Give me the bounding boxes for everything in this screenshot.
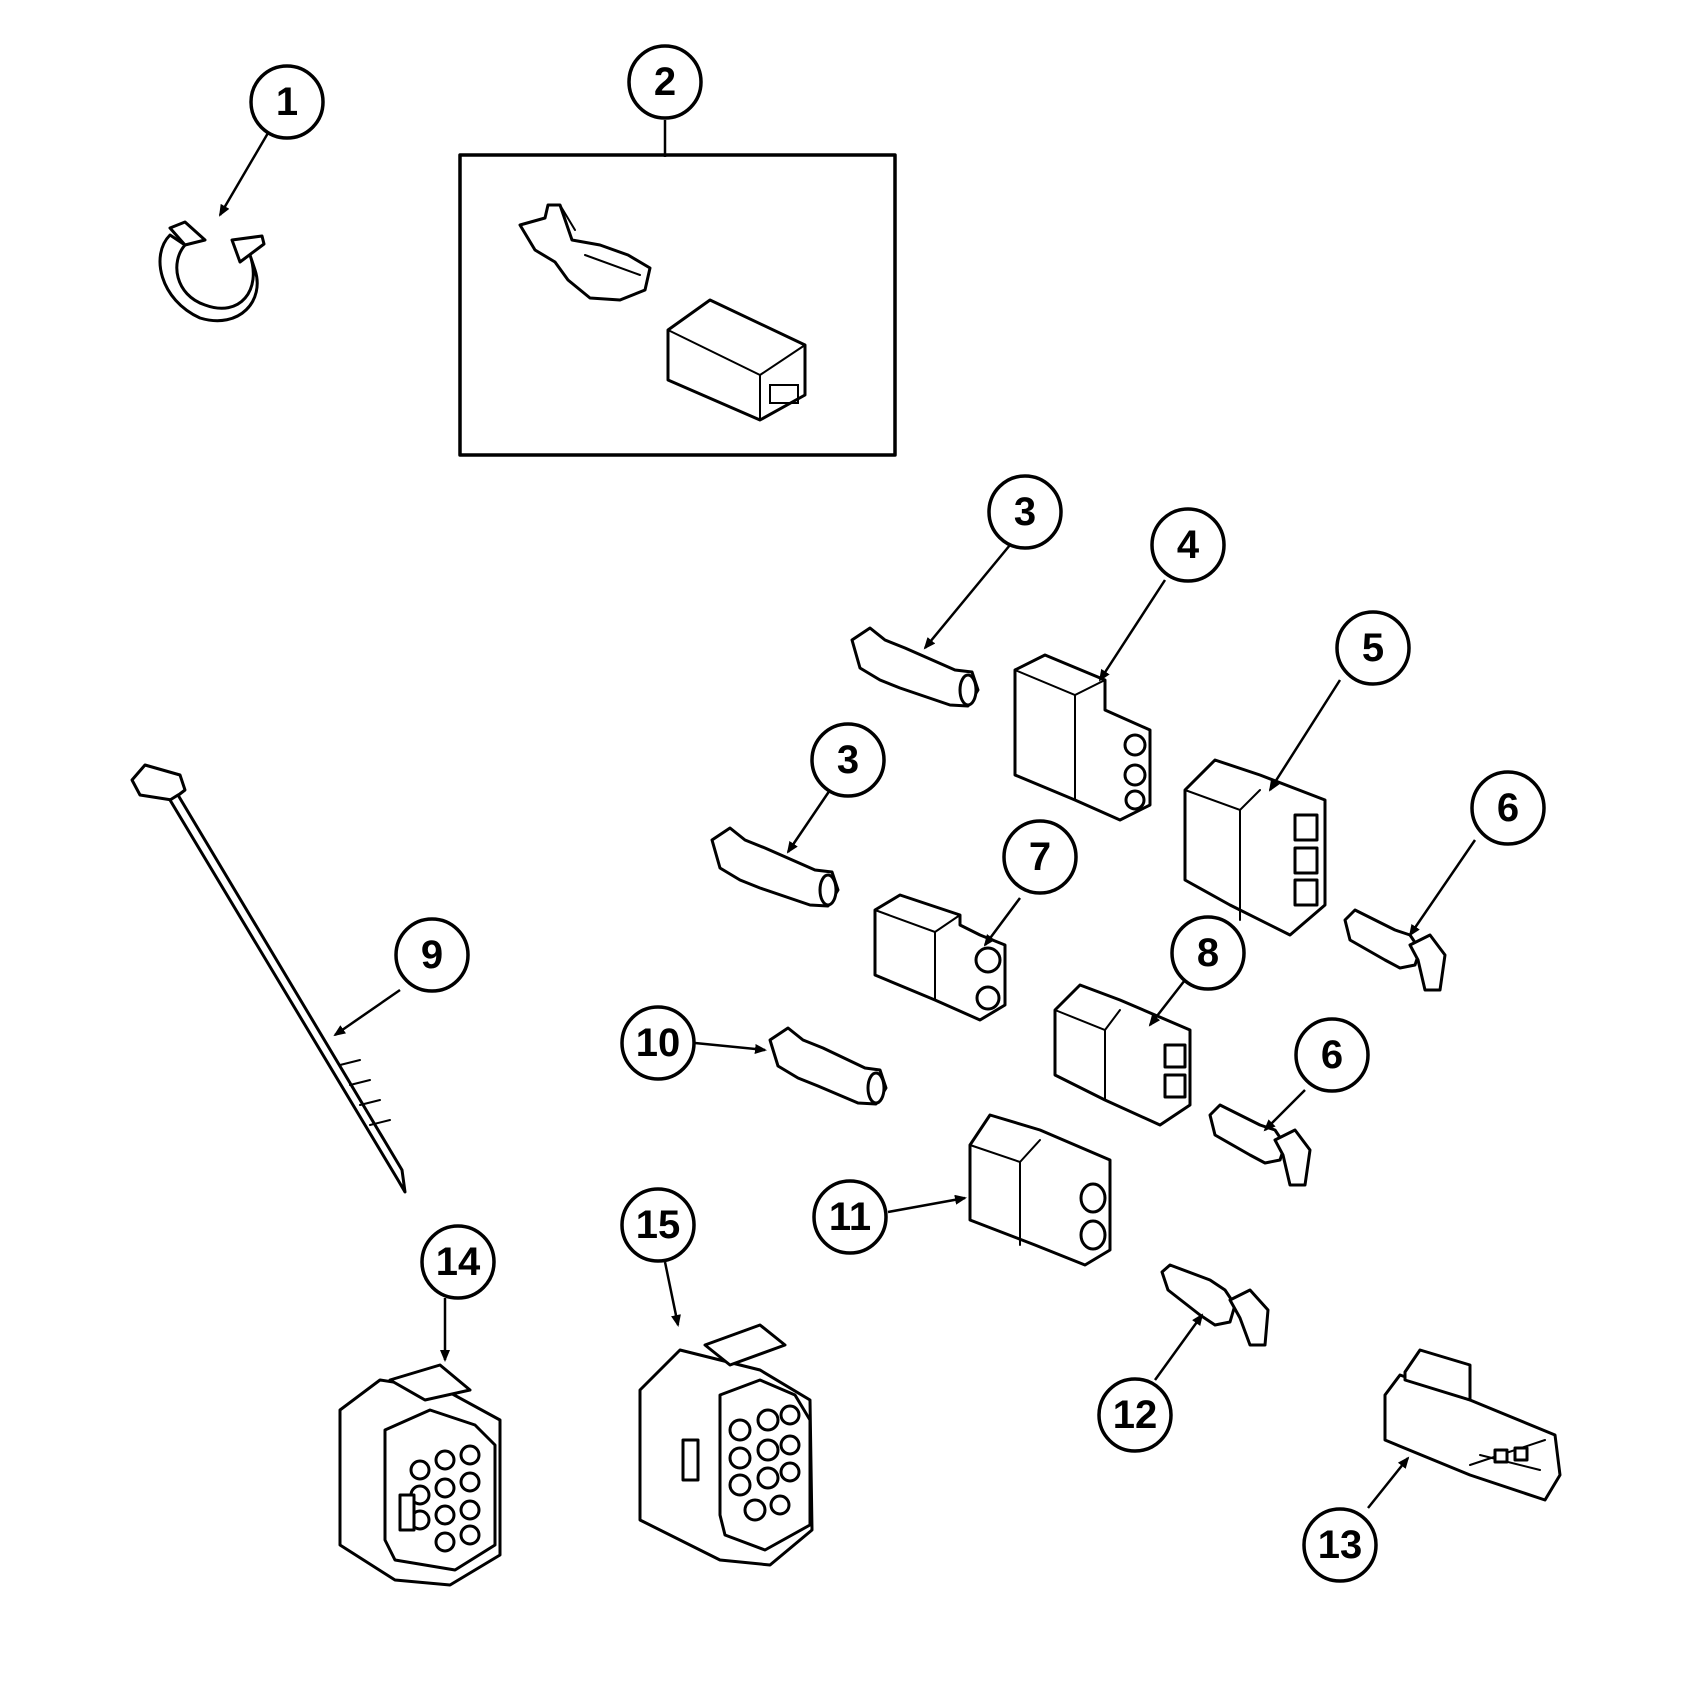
- callout-label: 1: [276, 80, 298, 124]
- callout-14: 14: [420, 1224, 496, 1300]
- callout-3b: 3: [810, 722, 886, 798]
- callout-label: 9: [421, 933, 443, 977]
- connector-part-13: [1383, 1348, 1562, 1502]
- callout-label: 7: [1029, 835, 1051, 879]
- callout-label: 10: [636, 1021, 681, 1065]
- leader-line-1: [218, 132, 270, 217]
- callout-8: 8: [1170, 915, 1246, 991]
- callout-label: 6: [1497, 786, 1519, 830]
- callout-12: 12: [1097, 1377, 1173, 1453]
- callout-label: 12: [1113, 1393, 1158, 1437]
- cable-tie-part: [130, 763, 407, 1194]
- callout-label: 5: [1362, 626, 1384, 670]
- callout-3a: 3: [987, 474, 1063, 550]
- callout-label: 8: [1197, 931, 1219, 975]
- multi-pin-connector-part-14: [338, 1363, 502, 1587]
- callout-label: 3: [837, 738, 859, 782]
- terminal-part-6a: [1343, 908, 1447, 992]
- callout-1: 1: [249, 64, 325, 140]
- callout-4: 4: [1150, 507, 1226, 583]
- leader-line-3a: [923, 544, 1011, 650]
- leader-line-10: [694, 1041, 767, 1054]
- leader-line-5: [1268, 679, 1342, 792]
- callout-10: 10: [620, 1005, 696, 1081]
- connector-housing-part-11: [968, 1113, 1112, 1267]
- wire-clamp-part: [158, 220, 266, 323]
- leader-line-3b: [786, 789, 832, 854]
- callout-label: 2: [654, 60, 676, 104]
- leader-line-15: [663, 1261, 681, 1327]
- callout-9: 9: [394, 917, 470, 993]
- terminal-part-6b: [1208, 1103, 1312, 1187]
- leader-line-13: [1367, 1456, 1410, 1509]
- multi-pin-connector-part-15: [638, 1323, 814, 1567]
- connector-housing-part-5: [1183, 758, 1327, 937]
- leader-line-6b: [1263, 1089, 1306, 1132]
- terminal-kit-part: [458, 153, 897, 457]
- callout-label: 13: [1318, 1523, 1363, 1567]
- leader-line-6a: [1408, 839, 1477, 937]
- callout-label: 14: [436, 1240, 481, 1284]
- callout-label: 11: [829, 1195, 871, 1239]
- callout-7: 7: [1002, 819, 1078, 895]
- callout-13: 13: [1302, 1507, 1378, 1583]
- callout-5: 5: [1335, 610, 1411, 686]
- callout-label: 6: [1321, 1033, 1343, 1077]
- terminal-part-12: [1160, 1263, 1270, 1347]
- terminal-part-10: [768, 1026, 888, 1106]
- connector-housing-part-4: [1013, 653, 1152, 822]
- leader-line-11: [887, 1194, 967, 1214]
- connector-housing-part-7: [873, 893, 1007, 1022]
- leader-line-9: [333, 988, 401, 1037]
- leader-lines: [218, 120, 1477, 1509]
- callout-6b: 6: [1294, 1017, 1370, 1093]
- callout-label: 15: [636, 1203, 681, 1247]
- callout-2: 2: [627, 44, 703, 120]
- connector-housing-part-8: [1053, 983, 1192, 1127]
- callout-label: 4: [1177, 523, 1200, 567]
- leader-line-7: [983, 897, 1022, 947]
- leader-line-4: [1098, 579, 1167, 682]
- terminal-part-3b: [710, 826, 840, 908]
- leader-line-8: [1148, 979, 1186, 1027]
- callouts: 1 2 3 3 4 5 6 6 7 8 9 10 11 12 13 14 15: [249, 44, 1546, 1583]
- callout-11: 11: [812, 1179, 888, 1255]
- leader-line-12: [1153, 1313, 1204, 1381]
- callout-label: 3: [1014, 490, 1036, 534]
- callout-15: 15: [620, 1187, 696, 1263]
- callout-6a: 6: [1470, 770, 1546, 846]
- terminal-part-3a: [850, 626, 980, 708]
